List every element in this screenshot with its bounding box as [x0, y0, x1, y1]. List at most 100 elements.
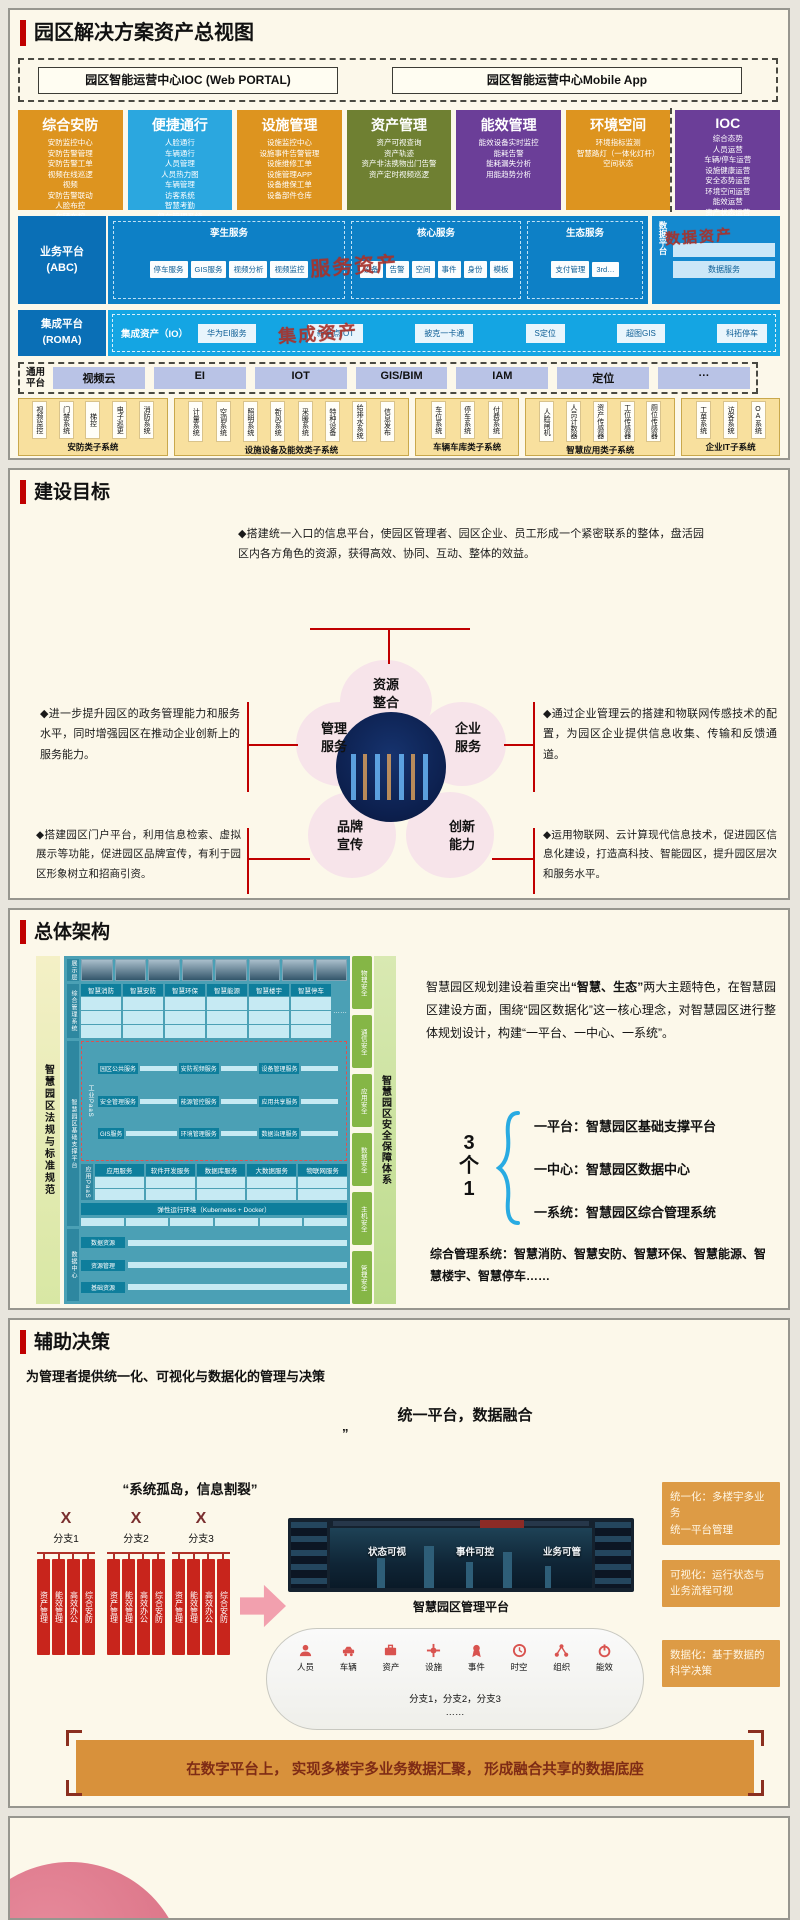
industry-service-bar	[220, 1065, 258, 1071]
industry-service-label: GIS服务	[98, 1128, 125, 1140]
platform-chip: IOT	[254, 367, 347, 389]
industry-paas-box: 工业PaaS 园区公共服务安防视频服务设备管理服务安全管理服务能源管控服务应用共…	[81, 1041, 347, 1161]
industry-service-bar	[301, 1098, 339, 1104]
mgmt-chip	[165, 997, 205, 1010]
subsystem-chip: 访客系统	[723, 401, 739, 439]
subsystem-chip: 视频监控	[31, 401, 47, 439]
mgmt-chip	[291, 997, 331, 1010]
domain-facility: 设施	[425, 1643, 442, 1673]
data-service-chip: 数据服务	[673, 260, 775, 278]
column-access: 便捷通行人脸通行车辆通行人员管理人员热力图车辆管理访客系统智慧考勤停车管理系统	[127, 110, 233, 221]
service-chip: 模板	[489, 260, 513, 278]
service-chip: 3rd…	[592, 261, 619, 277]
security-item: 数据安全	[352, 1133, 372, 1186]
branch-label: 分支1	[53, 1534, 79, 1545]
dashboard-right-widgets	[595, 1522, 631, 1588]
platform-chip: EI	[153, 367, 246, 389]
subsystem-chip: 工位传感器	[619, 401, 635, 442]
subsystem-group-facility: 计量系统空调系统照明系统新风系统采暖系统特种设备给排水系统信息发布设施设备及能效…	[173, 398, 409, 456]
data-platform-label: 数据平台	[658, 221, 668, 255]
overlay-status: 状态可视	[368, 1547, 407, 1558]
feature-item: 智慧路灯（一体化灯杆）	[576, 148, 660, 158]
domain-org: 组织	[553, 1643, 570, 1673]
security-system-bar: 智慧园区安全保障体系	[374, 956, 396, 1304]
screen-thumbnail	[315, 959, 347, 981]
industry-service: 安防视频服务	[178, 1062, 258, 1074]
petal-label-management: 管理 服务	[320, 721, 347, 754]
power-icon	[598, 1644, 611, 1658]
industry-service: GIS服务	[98, 1128, 177, 1140]
column-title: 能效管理	[480, 117, 537, 133]
mgmt-chip	[291, 1025, 331, 1038]
web-portal-bar: 园区智能运营中心IOC (Web PORTAL)	[38, 67, 338, 94]
industry-service: 园区公共服务	[98, 1062, 177, 1074]
subsystem-chip: 厕位传感器	[646, 401, 662, 442]
subsystem-groups: 视频监控门禁系统梯控电子巡更消防系统安防类子系统 计量系统空调系统照明系统新风系…	[18, 398, 780, 456]
subsystem-chip: 空调系统	[215, 401, 231, 442]
bottom-banner: 在数字平台上， 实现多楼宇多业务数据汇聚， 形成融合共享的数据底座	[76, 1740, 754, 1796]
mgmt-chip	[165, 1025, 205, 1038]
column-title: 综合安防	[42, 117, 99, 133]
display-layer-label: 展示层	[67, 959, 79, 981]
mgmt-chip	[207, 1011, 247, 1024]
silo-bar: 综合安防	[152, 1559, 165, 1655]
mgmt-chip	[123, 1025, 163, 1038]
silo-bar: 高效办公	[202, 1559, 215, 1655]
industry-service-label: 环境管理服务	[178, 1128, 219, 1140]
domain-person: 人员	[297, 1643, 314, 1673]
app-chip	[247, 1177, 297, 1188]
slide-goals: 建设目标 ◆搭建统一入口的信息平台，使园区管理者、园区企业、员工形成一个紧密联系…	[8, 468, 790, 900]
one-line: 一平台：智慧园区基础支撑平台	[534, 1119, 717, 1134]
platform-chip: GIS/BIM	[355, 367, 448, 389]
screen-thumbnail	[282, 959, 314, 981]
banner-bracket	[66, 1780, 82, 1796]
mgmt-chip	[81, 997, 121, 1010]
screen-thumbnail	[148, 959, 180, 981]
feature-item: 安防告警工单	[47, 159, 93, 168]
domain-label: 事件	[467, 1662, 485, 1672]
integration-asset-label: 集成资产（IO）	[121, 329, 189, 340]
mgmt-chip	[123, 997, 163, 1010]
column-title: 资产管理	[371, 117, 428, 133]
silo-bar: 能效管理	[187, 1559, 200, 1655]
domain-asset: 资产	[382, 1643, 399, 1673]
brace-icon	[496, 1111, 520, 1225]
overlay-business: 业务可管	[543, 1547, 582, 1558]
goal-text-left-top: ◆进一步提升园区的政务管理能力和服务水平，同时增强园区在推动企业创新上的服务能力…	[40, 708, 240, 761]
silo-bar: 资产管理	[107, 1559, 120, 1655]
overlay-event: 事件可控	[456, 1547, 495, 1558]
one-line: 一系统：智慧园区综合管理系统	[534, 1205, 717, 1220]
capability-columns: 综合安防安防监控中心安防告警管理安防告警工单视频在线巡逻视频安防告警联动人脸布控…	[18, 110, 781, 221]
oval-more: ……	[445, 1707, 465, 1718]
subsystem-group-security: 视频监控门禁系统梯控电子巡更消防系统安防类子系统	[18, 398, 168, 456]
feature-item: 智慧考勤	[164, 201, 195, 210]
app-column: 物联网服务	[298, 1164, 347, 1200]
silo-heading: “系统孤岛，信息割裂”	[122, 1482, 258, 1497]
app-paas-label: 应用PaaS	[81, 1164, 93, 1200]
architecture-title: 总体架构	[34, 922, 111, 943]
service-chip: 身份	[463, 260, 487, 278]
app-column: 大数据服务	[247, 1164, 297, 1200]
platform-chip: IAM	[456, 367, 549, 389]
page-title: 园区解决方案资产总视图	[34, 22, 254, 44]
x-mark: X	[195, 1510, 207, 1527]
app-chip	[95, 1177, 144, 1188]
data-platform-chips: 数据服务	[673, 221, 775, 299]
app-column: 软件开发服务	[145, 1164, 195, 1200]
subsystem-chip: 付费系统	[488, 401, 504, 439]
screen-thumbnail	[215, 959, 247, 981]
industry-service-bar	[220, 1098, 258, 1104]
industry-service-label: 数据治理服务	[259, 1128, 300, 1140]
subsystem-chip: 信息发布	[379, 401, 395, 442]
dc-row-bar	[128, 1284, 347, 1291]
app-chip	[247, 1189, 297, 1200]
mgmt-column: 智慧环保	[165, 984, 205, 1038]
app-chip	[145, 1189, 195, 1200]
connector-top-h	[310, 628, 470, 630]
one-line: 一中心：智慧园区数据中心	[534, 1162, 691, 1177]
rule-left-bottom	[247, 828, 249, 894]
